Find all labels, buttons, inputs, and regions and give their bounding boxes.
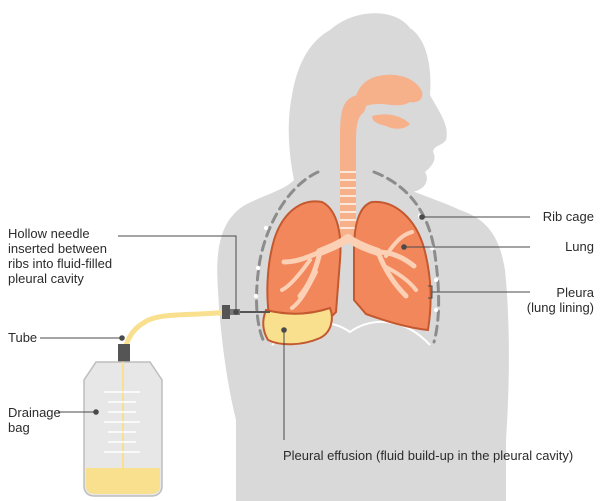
rib-gap	[253, 293, 259, 299]
rib-gap	[429, 245, 435, 251]
rib-gap	[255, 265, 261, 271]
rib-cage-right	[372, 170, 441, 344]
rib-gap	[433, 307, 439, 313]
rib-gap	[433, 277, 439, 283]
bag-scale	[104, 391, 140, 453]
label-hollow-needle: Hollow needle inserted between ribs into…	[8, 226, 113, 286]
bronchial-tree	[280, 230, 418, 310]
nasal-cavity	[354, 74, 423, 112]
label-tube: Tube	[8, 330, 38, 345]
drainage-bag-group	[83, 344, 163, 497]
leader-dots	[93, 214, 425, 415]
rib-gap	[263, 225, 269, 231]
label-pleura: Pleura (lung lining)	[526, 285, 594, 315]
leader-lines	[40, 216, 530, 440]
rib-cage-left	[255, 170, 320, 344]
drainage-tube	[121, 309, 231, 363]
head	[288, 13, 447, 213]
label-rib-cage: Rib cage	[542, 209, 594, 224]
label-drainage-bag: Drainage bag	[8, 405, 61, 435]
bag-connector	[118, 344, 130, 362]
label-pleural-effusion: Pleural effusion (fluid build-up in the …	[283, 448, 574, 463]
trachea-rings	[340, 171, 356, 229]
mouth	[372, 114, 410, 129]
leader-needle	[118, 235, 237, 312]
label-lung: Lung	[565, 239, 594, 254]
left-effusion-fluid	[262, 306, 333, 346]
bag-fluid	[86, 468, 160, 494]
